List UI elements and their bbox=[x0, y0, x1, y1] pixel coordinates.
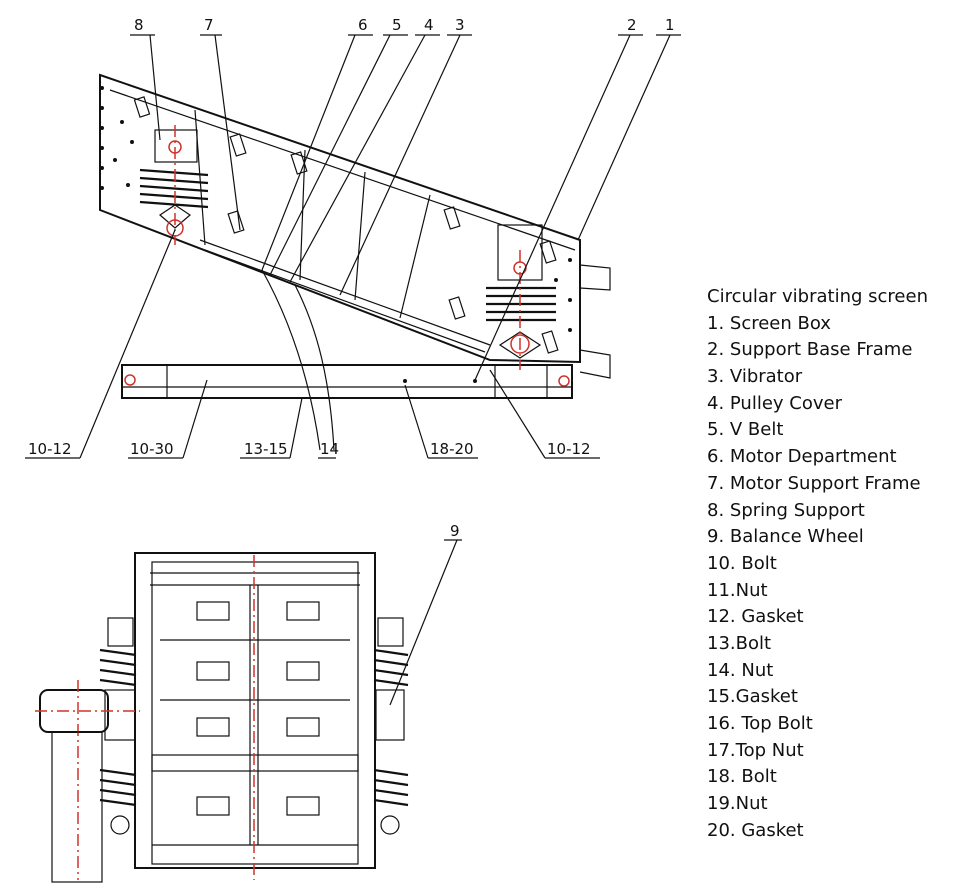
balance-wheel-right-icon bbox=[510, 334, 530, 354]
callout-10-30: 10-30 bbox=[130, 440, 174, 458]
spring-seat-left bbox=[159, 204, 191, 229]
spring-support-left-bracket bbox=[154, 129, 198, 163]
front-view: 9 bbox=[35, 522, 462, 883]
anchor-bolt-right-icon bbox=[558, 375, 570, 387]
front-spring-left-lower bbox=[99, 768, 137, 807]
callout-18-20: 18-20 bbox=[430, 440, 474, 458]
base-pedestal-right bbox=[494, 364, 548, 399]
callout-6: 6 bbox=[358, 16, 368, 34]
legend-item: 20. Gasket bbox=[707, 819, 804, 841]
motor-support bbox=[51, 731, 103, 883]
screen-deck-upper bbox=[199, 239, 491, 346]
front-spring-right-upper bbox=[373, 648, 409, 687]
callout-8: 8 bbox=[134, 16, 144, 34]
legend-item: 18. Bolt bbox=[707, 766, 777, 788]
outlet-lip bbox=[579, 264, 611, 291]
callout-14: 14 bbox=[320, 440, 339, 458]
screen-box-inner-line bbox=[109, 89, 576, 251]
bolt-dots bbox=[100, 86, 572, 383]
callout-10-12-left: 10-12 bbox=[28, 440, 72, 458]
leader-lines bbox=[25, 34, 681, 459]
screen-box-outline bbox=[99, 73, 581, 364]
outlet-lip-lower bbox=[579, 349, 611, 379]
legend-item: 3. Vibrator bbox=[707, 366, 803, 388]
spring-left-coil bbox=[139, 168, 209, 209]
front-spring-right-lower bbox=[373, 768, 409, 807]
legend-item: 1. Screen Box bbox=[707, 312, 831, 334]
callout-1: 1 bbox=[665, 16, 675, 34]
v-belt-curve-b bbox=[294, 284, 335, 451]
callout-4: 4 bbox=[424, 16, 434, 34]
callout-10-12-right: 10-12 bbox=[547, 440, 591, 458]
callout-5: 5 bbox=[392, 16, 402, 34]
stiffener-a bbox=[299, 149, 306, 281]
legend-item: 9. Balance Wheel bbox=[707, 526, 864, 548]
leader-9-diagonal bbox=[389, 539, 458, 706]
front-left-balance-icon bbox=[110, 815, 130, 835]
front-frame-outer bbox=[134, 552, 376, 869]
front-frame-inner bbox=[151, 561, 359, 865]
front-right-bracket-mid bbox=[375, 689, 405, 741]
stiffener-c bbox=[399, 194, 431, 319]
front-spring-left-upper bbox=[99, 648, 137, 687]
bolt-plates bbox=[133, 96, 559, 354]
legend-item: 2. Support Base Frame bbox=[707, 339, 913, 361]
legend-title: Circular vibrating screen bbox=[707, 286, 928, 307]
legend-item: 11.Nut bbox=[707, 579, 768, 601]
legend-item: 8. Spring Support bbox=[707, 499, 865, 521]
legend-item: 6. Motor Department bbox=[707, 446, 897, 468]
front-right-bracket-top bbox=[377, 617, 404, 647]
legend-item: 17.Top Nut bbox=[707, 739, 804, 761]
v-belt-curve-a bbox=[261, 269, 321, 451]
legend-item: 5. V Belt bbox=[707, 419, 784, 441]
legend-item: 19.Nut bbox=[707, 793, 768, 815]
front-right-balance-icon bbox=[380, 815, 400, 835]
legend-item: 16. Top Bolt bbox=[707, 713, 813, 734]
legend-item: 10. Bolt bbox=[707, 552, 777, 574]
legend-item: 13.Bolt bbox=[707, 632, 772, 654]
callout-7: 7 bbox=[204, 16, 214, 34]
legend-item: 7. Motor Support Frame bbox=[707, 472, 921, 494]
front-left-bracket-mid bbox=[104, 689, 136, 741]
legend-list: 1. Screen Box 2. Support Base Frame 3. Vib… bbox=[707, 311, 957, 845]
legend-item: 12. Gasket bbox=[707, 606, 804, 628]
front-mid-beam bbox=[151, 754, 359, 772]
screen-mesh-patches bbox=[196, 601, 320, 816]
screen-deck-lower bbox=[204, 249, 486, 353]
legend: Circular vibrating screen 1. Screen Box 2… bbox=[707, 284, 957, 844]
side-view: 8 7 6 5 4 3 2 1 10-12 10-30 13-15 14 18-… bbox=[25, 16, 681, 459]
anchor-bolt-left-icon bbox=[124, 374, 136, 386]
legend-item: 15.Gasket bbox=[707, 686, 798, 708]
callout-9: 9 bbox=[450, 522, 460, 540]
base-pedestal-left bbox=[121, 364, 168, 399]
legend-item: 4. Pulley Cover bbox=[707, 392, 842, 414]
callout-2: 2 bbox=[627, 16, 637, 34]
legend-item: 14. Nut bbox=[707, 659, 774, 681]
spring-right-coil bbox=[486, 286, 556, 322]
callout-13-15: 13-15 bbox=[244, 440, 288, 458]
callout-3: 3 bbox=[455, 16, 465, 34]
spring-seat-right bbox=[498, 331, 542, 359]
front-left-bracket-top bbox=[107, 617, 134, 647]
stiffener-b bbox=[354, 171, 366, 301]
